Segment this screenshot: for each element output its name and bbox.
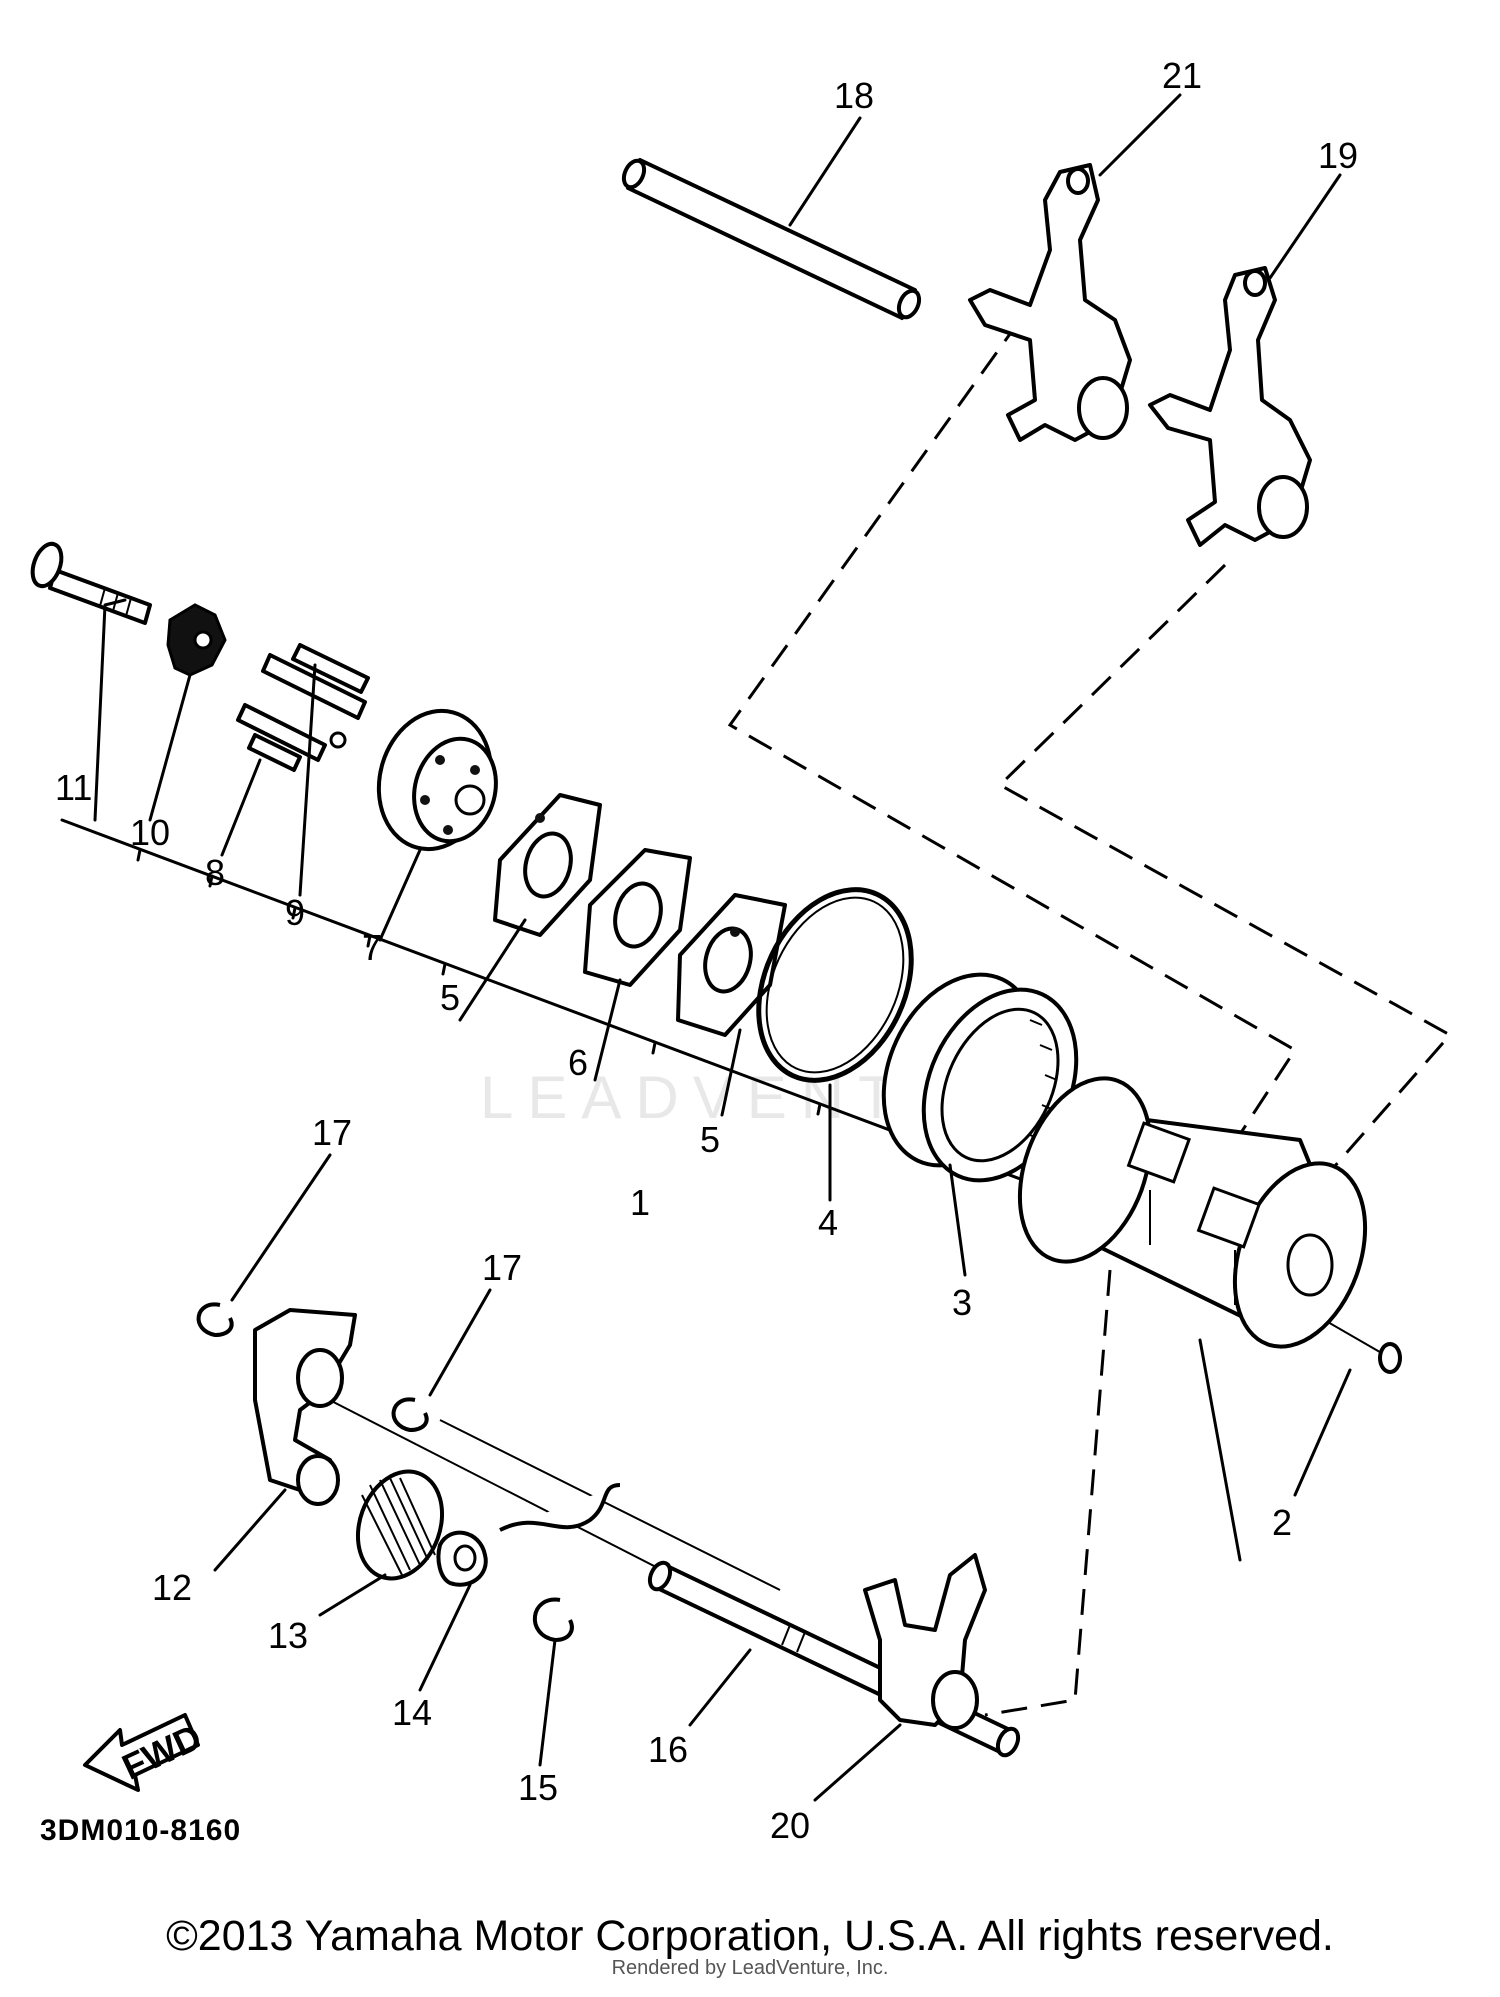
pin-8 (236, 703, 347, 772)
screw-11 (30, 541, 152, 625)
part-number-14: 14 (392, 1692, 432, 1733)
part-number-13: 13 (268, 1615, 308, 1656)
plate-5-lower (676, 893, 787, 1037)
shift-arm-12 (253, 1308, 357, 1506)
shift-fork-21 (968, 163, 1132, 442)
part-number-21: 21 (1162, 55, 1202, 96)
shift-fork-19 (1148, 266, 1312, 547)
copyright-notice: ©2013 Yamaha Motor Corporation, U.S.A. A… (166, 1912, 1334, 1960)
fork21-guide-line (727, 319, 1298, 1181)
plate-6 (583, 848, 692, 987)
part-number-11: 11 (55, 767, 92, 808)
fork19-guide-line (997, 563, 1453, 1201)
lever-14 (436, 1483, 621, 1587)
part-number-15: 15 (518, 1767, 558, 1808)
pin-2 (1378, 1342, 1402, 1374)
part-number-4: 4 (818, 1202, 838, 1243)
part-number-16: 16 (648, 1729, 688, 1770)
part-number-12: 12 (152, 1567, 192, 1608)
fork20-guide-line (984, 1269, 1112, 1717)
circlip-4 (756, 887, 914, 1083)
part-number-10: 10 (130, 812, 170, 853)
part-number-9: 9 (285, 892, 305, 933)
part-number-1: 1 (630, 1182, 650, 1223)
part-number-17-upper: 17 (312, 1112, 352, 1153)
spring-13 (355, 1469, 445, 1581)
part-number-3: 3 (952, 1282, 972, 1323)
part-number-5-upper: 5 (440, 977, 460, 1018)
part-number-17-lower: 17 (482, 1247, 522, 1288)
pin-9 (261, 643, 370, 720)
part-number-19: 19 (1318, 135, 1358, 176)
circlip-17-upper (196, 1302, 234, 1337)
diagram-code: 3DM010-8160 (40, 1814, 241, 1847)
part-number-18: 18 (834, 75, 874, 116)
part-number-7: 7 (362, 927, 382, 968)
cam-7 (376, 708, 498, 852)
guide-bar-18 (621, 158, 922, 320)
part-number-2: 2 (1272, 1502, 1292, 1543)
render-credit: Rendered by LeadVenture, Inc. (611, 1957, 889, 1979)
shift-drum-1 (1017, 1076, 1368, 1349)
part-number-20: 20 (770, 1805, 810, 1846)
circlip-17-lower (391, 1397, 429, 1432)
shift-fork-20 (863, 1553, 987, 1730)
fwd-arrow-icon: FWD (83, 1713, 207, 1792)
part-number-5-lower: 5 (700, 1119, 720, 1160)
part-number-8: 8 (205, 852, 225, 893)
circlip-15 (532, 1597, 574, 1642)
leader-lines (93, 93, 1352, 1802)
part-number-6: 6 (568, 1042, 588, 1083)
segment-10 (166, 603, 227, 677)
shift-shaft-line (439, 1419, 781, 1591)
plate-5-upper (493, 793, 602, 937)
